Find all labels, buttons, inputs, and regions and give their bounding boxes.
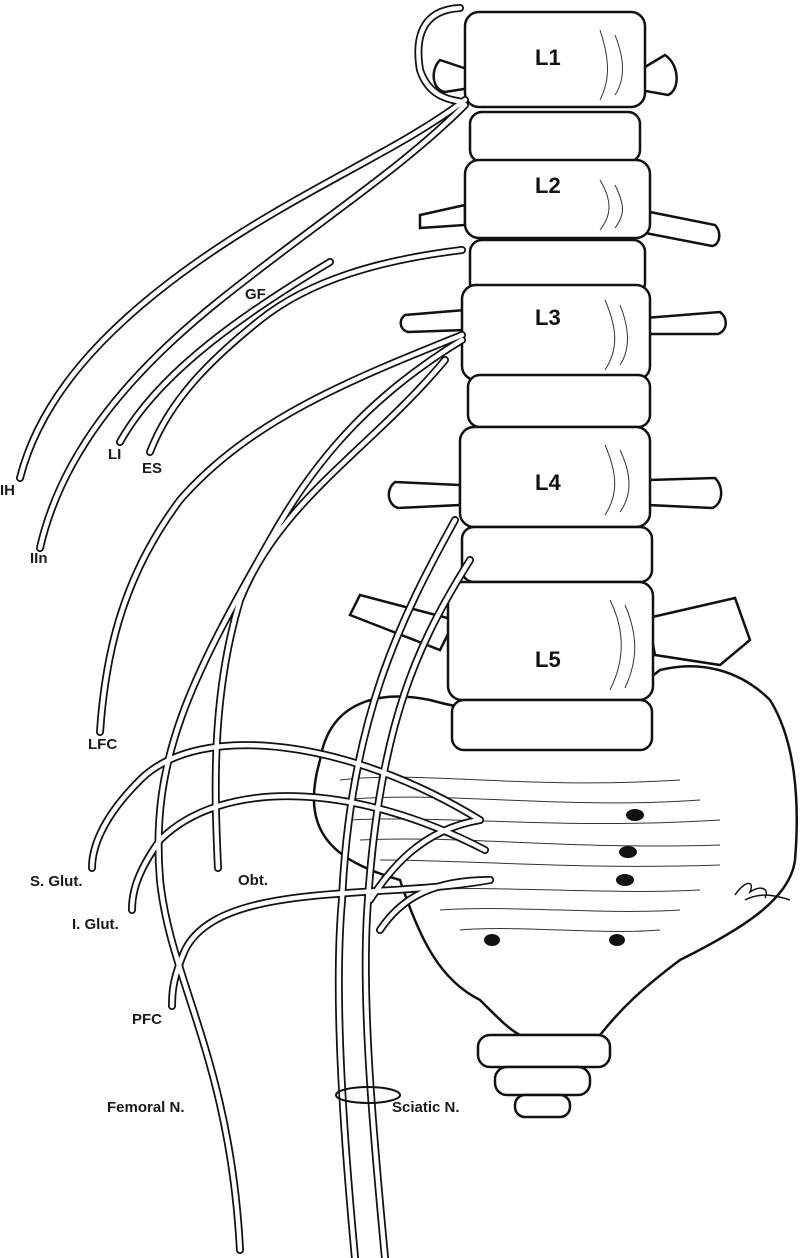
label-pfc: PFC bbox=[132, 1011, 162, 1028]
nerves bbox=[16, 4, 494, 1258]
vertebra-label-l1: L1 bbox=[535, 45, 561, 70]
label-es: ES bbox=[142, 460, 163, 477]
lumbar-spine bbox=[446, 10, 655, 752]
label-li: LI bbox=[108, 446, 122, 463]
sacrum bbox=[312, 665, 798, 1037]
sciatic-ring bbox=[335, 1086, 401, 1104]
label-sciatic-n: Sciatic N. bbox=[392, 1099, 460, 1116]
coccyx-segment bbox=[476, 1033, 612, 1069]
signature bbox=[734, 882, 791, 901]
label-s-glut: S. Glut. bbox=[30, 873, 83, 890]
vertebra-label-l3: L3 bbox=[535, 305, 561, 330]
vertebra-label-l5: L5 bbox=[535, 647, 561, 672]
label-iin: IIn bbox=[30, 550, 48, 567]
label-i-glut: I. Glut. bbox=[72, 916, 119, 933]
label-ih: IH bbox=[0, 482, 15, 499]
label-lfc: LFC bbox=[88, 736, 118, 753]
label-femoral-n: Femoral N. bbox=[107, 1099, 185, 1116]
vertebra-label-l4: L4 bbox=[535, 470, 561, 495]
label-obt: Obt. bbox=[238, 872, 268, 889]
label-gf: GF bbox=[245, 286, 266, 303]
vertebra-label-l2: L2 bbox=[535, 173, 561, 198]
